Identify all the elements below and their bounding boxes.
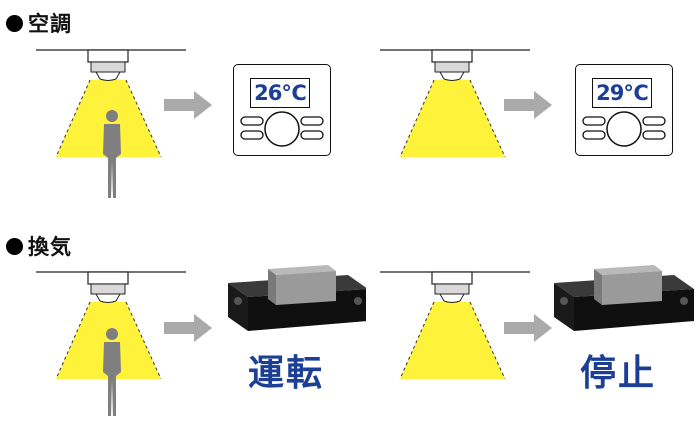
temperature-display: 26℃	[250, 78, 310, 108]
ventilation-status-stopped: 停止	[580, 353, 657, 394]
arrow-icon	[164, 91, 212, 119]
arrow-icon	[504, 314, 552, 342]
ventilation-unit-icon	[554, 265, 694, 331]
section-title-ventilation-text: 換気	[28, 235, 72, 259]
section-title-aircon-text: 空調	[28, 12, 72, 36]
thermostat-panel: 29℃	[575, 64, 673, 156]
ventilation-vacant-scene: 停止	[380, 264, 700, 444]
section-title-aircon: 空調	[6, 8, 72, 38]
thermostat-controls-icon	[582, 111, 666, 147]
bullet-icon	[6, 14, 23, 32]
ventilation-occupied-scene: 運転	[36, 264, 366, 444]
temperature-display: 29℃	[592, 78, 652, 108]
ventilation-status-running: 運転	[248, 353, 325, 394]
aircon-vacant-scene: 29℃	[380, 42, 700, 222]
aircon-occupied-scene: 26℃	[36, 42, 366, 222]
thermostat-panel: 26℃	[233, 64, 331, 156]
arrow-icon	[504, 91, 552, 119]
thermostat-controls-icon	[240, 111, 324, 147]
section-title-ventilation: 換気	[6, 231, 72, 261]
bullet-icon	[6, 237, 23, 255]
ventilation-unit-icon	[228, 265, 366, 331]
arrow-icon	[164, 314, 212, 342]
